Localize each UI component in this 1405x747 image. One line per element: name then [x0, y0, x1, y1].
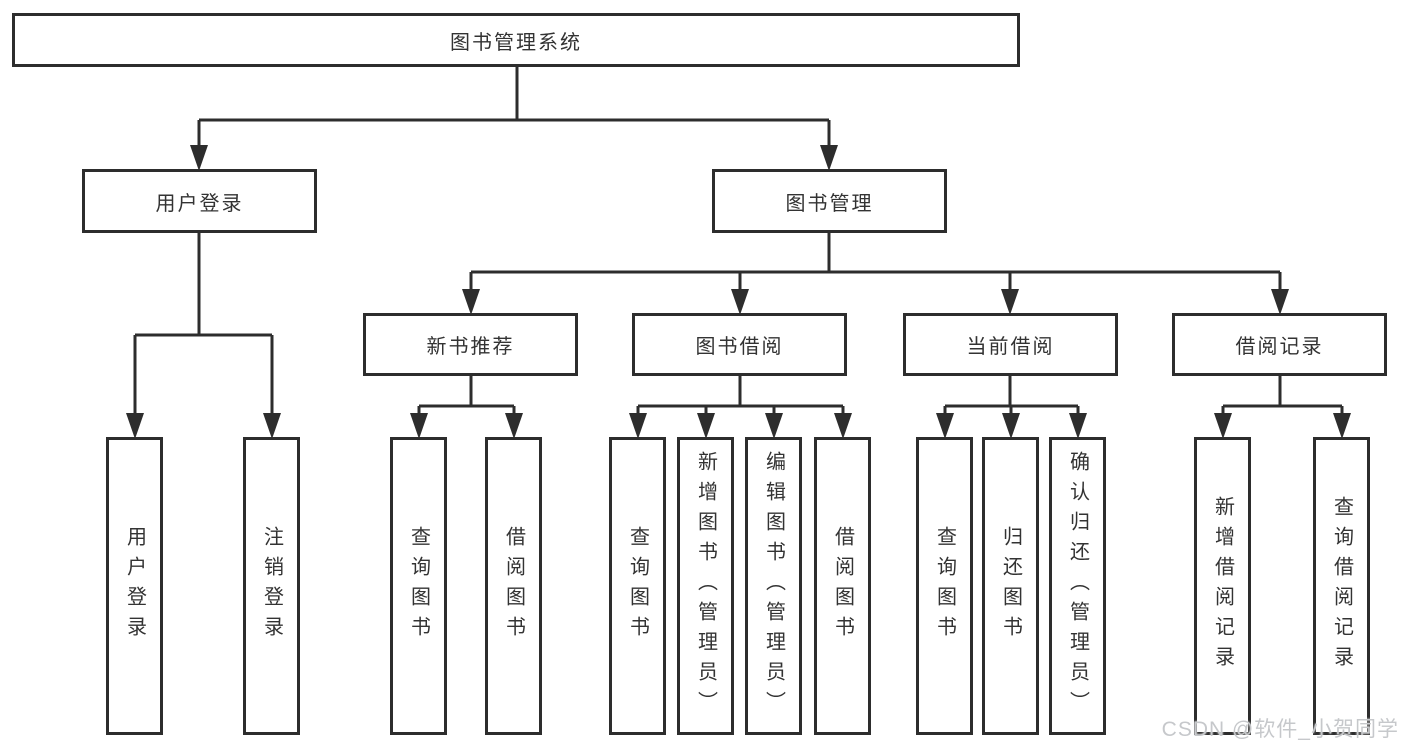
leaf-query-books-borrow: 查询图书 [609, 437, 666, 735]
arrowhead [731, 289, 749, 315]
node-user-login: 用户登录 [82, 169, 317, 233]
arrowhead [1271, 289, 1289, 315]
leaf-borrow-books-recommend: 借阅图书 [485, 437, 542, 735]
arrowhead [834, 413, 852, 439]
arrowhead [936, 413, 954, 439]
leaf-label: 注销登录 [260, 526, 283, 646]
arrowhead [462, 289, 480, 315]
arrowhead [1001, 289, 1019, 315]
node-label: 图书管理 [785, 192, 874, 215]
node-label: 借阅记录 [1235, 336, 1324, 358]
arrowhead [126, 413, 144, 439]
node-book-management: 图书管理 [712, 169, 947, 233]
leaf-add-borrow-record: 新增借阅记录 [1194, 437, 1251, 735]
leaf-borrow-books: 借阅图书 [814, 437, 871, 735]
connector-current-borrow-to-leaves [936, 376, 1087, 439]
leaf-label: 查询图书 [407, 526, 430, 646]
node-book-borrow: 图书借阅 [632, 313, 847, 376]
connector-user-login-to-leaves [126, 233, 281, 439]
connector-line [1221, 376, 1344, 418]
connector-root-to-level2 [190, 67, 838, 171]
connector-line [133, 233, 274, 418]
arrowhead [1002, 413, 1020, 439]
connector-line [469, 233, 1282, 293]
node-label: 新书推荐 [426, 336, 515, 358]
node-label: 当前借阅 [966, 336, 1055, 358]
leaf-confirm-return-admin: 确认归还（管理员） [1049, 437, 1106, 735]
connector-line [417, 376, 516, 418]
connector-line [197, 67, 831, 150]
connector-line [943, 376, 1080, 418]
leaf-label: 查询图书 [626, 526, 649, 646]
leaf-label: 用户登录 [123, 526, 146, 646]
arrowhead [263, 413, 281, 439]
node-new-book-recommend: 新书推荐 [363, 313, 578, 376]
leaf-label: 归还图书 [999, 526, 1022, 646]
node-label: 用户登录 [155, 192, 244, 215]
leaf-logout: 注销登录 [243, 437, 300, 735]
node-current-borrow: 当前借阅 [903, 313, 1118, 376]
leaf-label: 查询借阅记录 [1330, 496, 1353, 676]
arrowhead [697, 413, 715, 439]
node-borrow-records: 借阅记录 [1172, 313, 1387, 376]
connector-book-borrow-to-leaves [629, 376, 852, 439]
leaf-label: 编辑图书（管理员） [762, 451, 785, 721]
arrowhead [410, 413, 428, 439]
connector-borrow-records-to-leaves [1214, 376, 1351, 439]
connector-new-book-to-leaves [410, 376, 523, 439]
arrowhead [820, 145, 838, 171]
leaf-return-books: 归还图书 [982, 437, 1039, 735]
arrowhead [765, 413, 783, 439]
csdn-watermark: CSDN @软件_小贺同学 [1161, 718, 1399, 741]
leaf-label: 查询图书 [933, 526, 956, 646]
leaf-query-borrow-record: 查询借阅记录 [1313, 437, 1370, 735]
leaf-add-book-admin: 新增图书（管理员） [677, 437, 734, 735]
arrowhead [1214, 413, 1232, 439]
node-root: 图书管理系统 [12, 13, 1020, 67]
leaf-edit-book-admin: 编辑图书（管理员） [745, 437, 802, 735]
leaf-label: 确认归还（管理员） [1066, 451, 1089, 721]
leaf-label: 借阅图书 [831, 526, 854, 646]
node-label: 图书借阅 [695, 336, 784, 358]
arrowhead [505, 413, 523, 439]
arrowhead [1333, 413, 1351, 439]
leaf-user-login: 用户登录 [106, 437, 163, 735]
leaf-label: 新增借阅记录 [1211, 496, 1234, 676]
arrowhead [629, 413, 647, 439]
arrowhead [190, 145, 208, 171]
connector-book-management-to-level3 [462, 233, 1289, 315]
leaf-query-books-recommend: 查询图书 [390, 437, 447, 735]
leaf-label: 借阅图书 [502, 526, 525, 646]
arrowhead [1069, 413, 1087, 439]
node-label: 图书管理系统 [450, 31, 582, 54]
connector-line [636, 376, 845, 418]
leaf-label: 新增图书（管理员） [694, 451, 717, 721]
leaf-query-books-current: 查询图书 [916, 437, 973, 735]
